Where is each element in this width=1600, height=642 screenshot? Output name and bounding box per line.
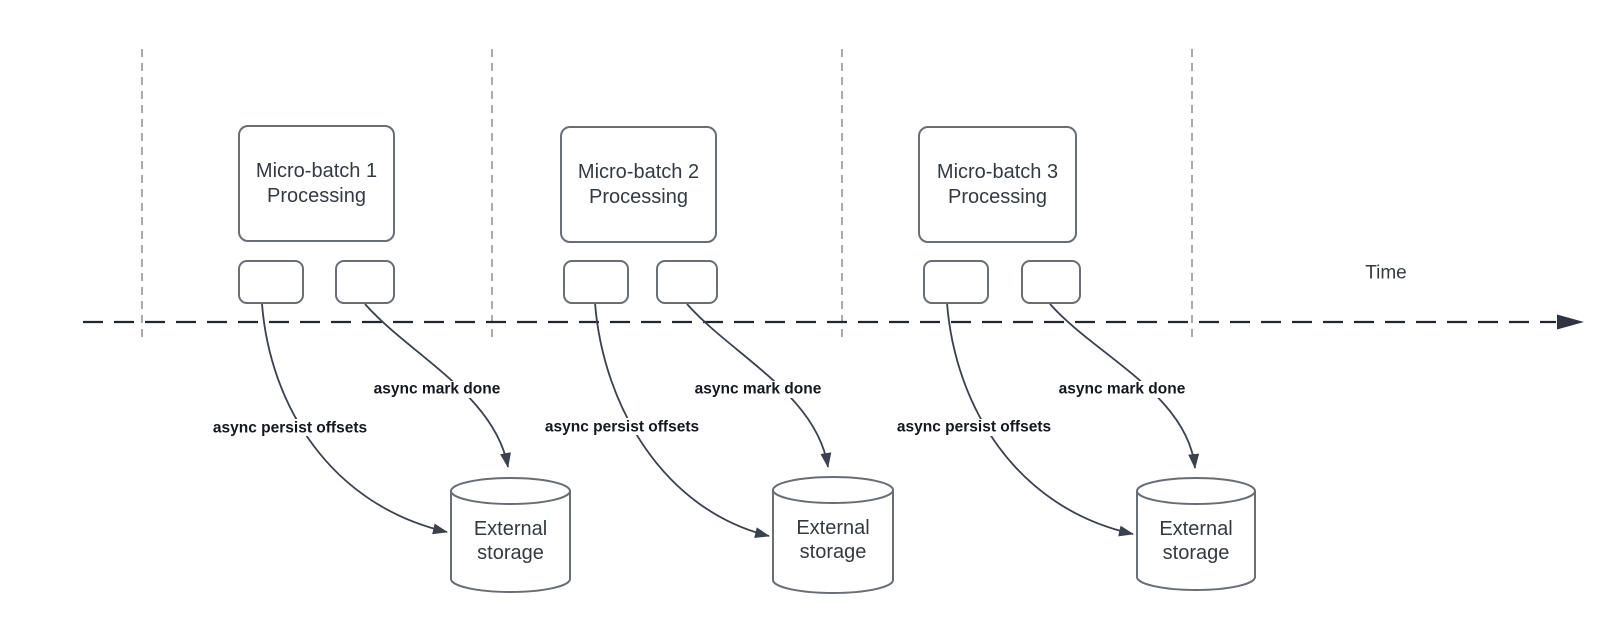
persist-offsets-label-bg-3 [886,419,1062,436]
micro-batch-1-group: External storage Micro-batch 1 Processin… [202,125,571,593]
external-storage-label-line1: External [1159,518,1232,540]
mark-done-label-3: async mark done [1059,381,1186,398]
micro-batch-box-label-line2: Processing [948,186,1047,208]
micro-batch-box-label-line2: Processing [589,186,688,208]
micro-batch-box-label-line2: Processing [267,185,366,207]
mark-done-arrow-3 [1049,303,1200,469]
micro-batch-box-label-line1: Micro-batch 1 [256,160,377,182]
external-storage-label-line1: External [474,518,547,540]
mark-done-task-box-1 [335,260,395,304]
persist-offsets-label-1: async persist offsets [213,420,367,437]
micro-batch-box-label-line1: Micro-batch 3 [937,161,1058,183]
mark-done-label-bg-3 [1049,381,1195,398]
mark-done-task-box-3 [1021,260,1081,304]
micro-batch-box-3 [918,126,1077,243]
time-axis-arrowhead [1557,314,1584,330]
micro-batch-box-label-line1: Micro-batch 2 [578,161,699,183]
mark-done-arrow-1 [364,303,511,468]
offset-task-box-1 [238,260,304,304]
external-storage-cylinder-body-2 [772,490,894,594]
persist-offsets-label-bg-1 [202,419,378,436]
persist-offsets-label-bg-2 [534,418,710,435]
micro-batch-3-group: External storage Micro-batch 3 Processin… [886,126,1256,591]
external-storage-label-line2: storage [477,542,544,564]
mark-done-label-bg-1 [364,381,510,398]
mark-done-task-box-2 [656,260,718,304]
mark-done-label-2: async mark done [695,381,822,398]
external-storage-label-line1: External [796,517,869,539]
persist-offsets-arrow-1 [261,303,448,535]
external-storage-cylinder-top-1 [450,477,571,505]
external-storage-cylinder-top-2 [772,476,894,504]
micro-batch-box-1 [238,125,395,242]
persist-offsets-label-2: async persist offsets [545,419,699,436]
external-storage-label-line2: storage [800,541,867,563]
micro-batch-2-group: External storage Micro-batch 2 Processin… [534,126,894,594]
mark-done-label-1: async mark done [374,381,501,398]
time-axis-label: Time [1365,263,1407,284]
external-storage-cylinder-body-1 [450,491,571,593]
offset-task-box-2 [563,260,629,304]
persist-offsets-arrow-2 [594,302,770,538]
persist-offsets-arrow-3 [946,302,1134,537]
persist-offsets-label-3: async persist offsets [897,419,1051,436]
offset-task-box-3 [923,260,989,304]
external-storage-label-line2: storage [1163,542,1230,564]
external-storage-cylinder-body-3 [1136,491,1256,591]
mark-done-label-bg-2 [685,381,831,398]
mark-done-arrow-2 [686,303,832,468]
micro-batch-box-2 [560,126,717,243]
external-storage-cylinder-top-3 [1136,477,1256,505]
